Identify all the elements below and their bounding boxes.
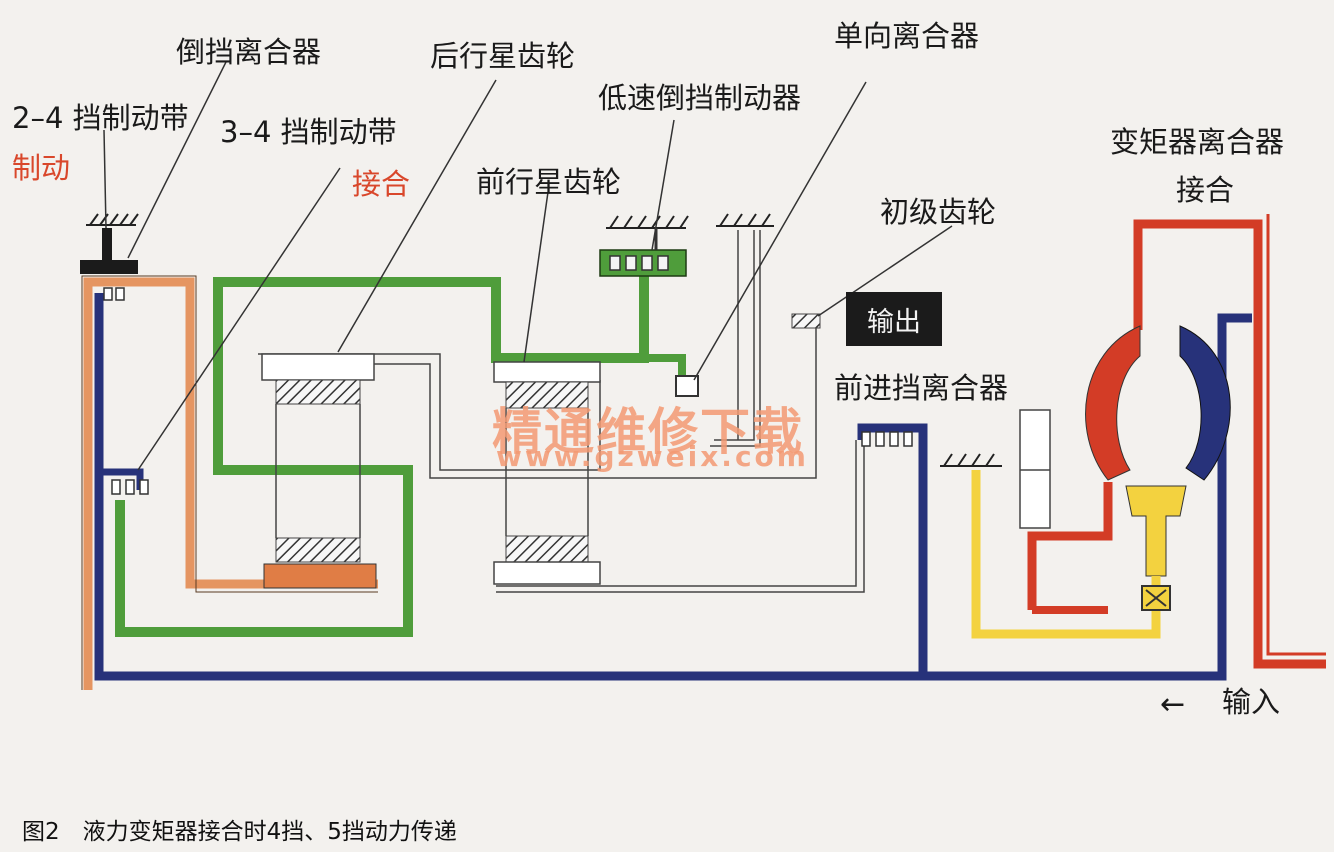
- output-box: 输出: [846, 292, 942, 346]
- label-one-way-clutch: 单向离合器: [834, 19, 980, 53]
- tc-lockup-piston: [1019, 409, 1051, 529]
- label-low-reverse-brake: 低速倒挡制动器: [598, 81, 802, 115]
- band-24-post: [102, 228, 112, 260]
- watermark-url: www.gzweix.com: [496, 440, 809, 473]
- ground-symbol-stator: [940, 453, 1002, 467]
- label-tc-clutch: 变矩器离合器: [1110, 125, 1285, 159]
- front-planetary-bottom: [493, 561, 601, 585]
- orange-gear-block: [263, 563, 377, 589]
- label-primary-gear: 初级齿轮: [880, 195, 997, 229]
- clutch-teeth-icon-34: [111, 479, 149, 495]
- label-input: 输入: [1222, 685, 1281, 719]
- label-rear-planetary: 后行星齿轮: [430, 39, 576, 73]
- tc-red-outline: [1266, 214, 1326, 656]
- rear-planetary-top: [261, 353, 375, 381]
- tc-turbine-navy: [1179, 325, 1231, 481]
- rear-planetary-gear-bottom: [275, 537, 361, 563]
- leader-lines: [103, 61, 953, 471]
- front-planetary-gear-top: [505, 381, 589, 409]
- front-planetary-gear-bottom: [505, 535, 589, 563]
- navy-forward-clutch: [857, 423, 928, 676]
- label-tc-clutch-state: 接合: [1176, 173, 1235, 207]
- label-band-34: 3–4 挡制动带: [220, 115, 397, 149]
- tc-red-housing: [1027, 482, 1113, 610]
- watermark-title: 精通维修下载: [492, 403, 804, 461]
- band-24-block: [80, 260, 138, 274]
- orange-outline: [81, 275, 378, 690]
- primary-gear: [791, 313, 821, 329]
- ground-symbol-one-way: [716, 213, 774, 227]
- orange-path: [83, 277, 378, 690]
- navy-input-path: [94, 293, 1252, 681]
- front-planetary-top: [493, 361, 601, 383]
- tc-impeller-red: [1085, 325, 1141, 481]
- green-path: [115, 262, 649, 637]
- one-way-clutch-element: [675, 375, 699, 397]
- ground-symbol-24-band: [86, 213, 139, 226]
- label-band-24: 2–4 挡制动带: [12, 101, 189, 135]
- figure-caption: 图2 液力变矩器接合时4挡、5挡动力传递: [22, 819, 457, 845]
- label-forward-clutch: 前进挡离合器: [834, 371, 1009, 405]
- label-band-34-state: 接合: [352, 167, 411, 201]
- rear-planetary-gear-top: [275, 379, 361, 405]
- ground-symbol-low-reverse: [606, 215, 689, 229]
- label-reverse-clutch: 倒挡离合器: [176, 35, 322, 69]
- label-band-24-state: 制动: [12, 151, 71, 185]
- white-paths: [258, 230, 865, 593]
- input-arrow-icon: ←: [1160, 687, 1186, 722]
- tc-red-top: [1133, 219, 1326, 669]
- tc-stator-yellow: [1125, 485, 1187, 577]
- label-front-planetary: 前行星齿轮: [476, 165, 622, 199]
- clutch-teeth-icon-reverse: [103, 287, 125, 301]
- clutch-teeth-icon-forward: [861, 431, 913, 447]
- green-brake-teeth: [609, 255, 669, 271]
